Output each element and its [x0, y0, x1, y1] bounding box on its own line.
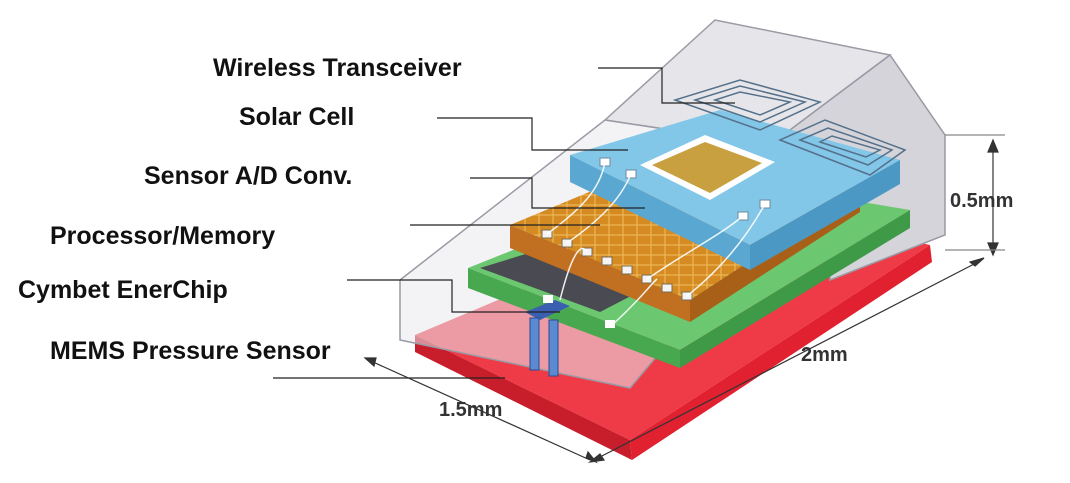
dimension-height-label: 0.5mm	[950, 190, 1013, 212]
label-solar-cell: Solar Cell	[239, 103, 354, 131]
dimension-length-label: 2mm	[801, 344, 848, 366]
label-cymbet-enerchip: Cymbet EnerChip	[18, 276, 228, 304]
label-mems-pressure-sensor: MEMS Pressure Sensor	[50, 337, 331, 365]
label-processor-memory: Processor/Memory	[50, 222, 275, 250]
label-sensor-ad-conv: Sensor A/D Conv.	[144, 162, 352, 190]
label-wireless-transceiver: Wireless Transceiver	[213, 54, 462, 82]
dimension-width-label: 1.5mm	[439, 399, 502, 421]
